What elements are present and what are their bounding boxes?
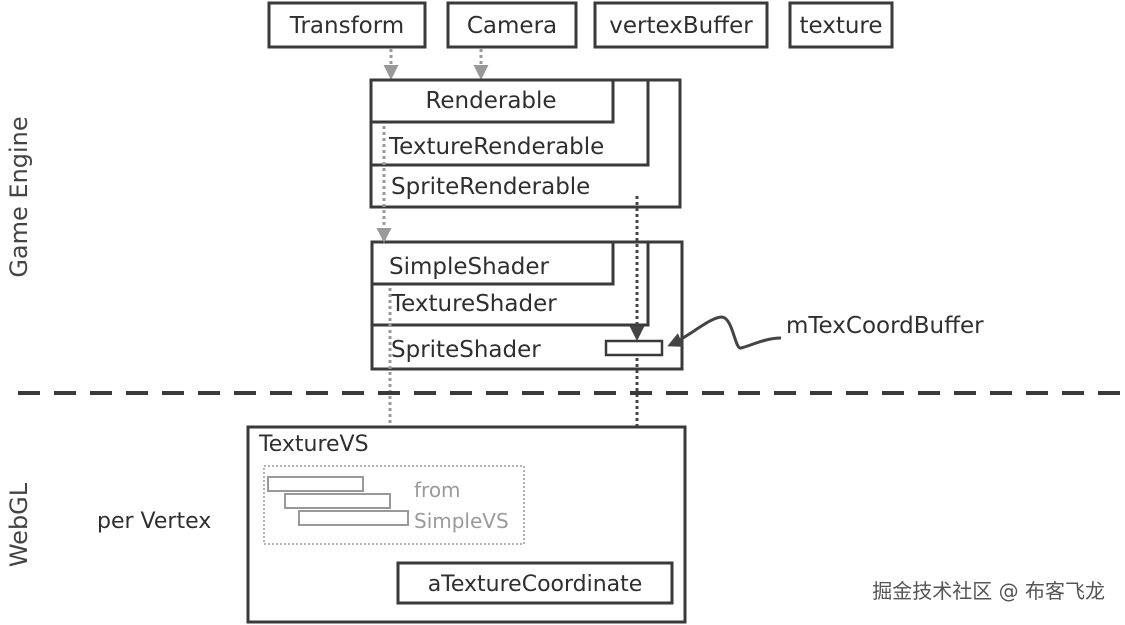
vertex-buffer-node: vertexBuffer bbox=[593, 1, 769, 49]
a-texture-coordinate-label: aTextureCoordinate bbox=[428, 572, 643, 597]
texture-vs-label: TextureVS bbox=[258, 432, 369, 457]
shader-stack: SimpleShader TextureShader SpriteShader bbox=[370, 240, 684, 371]
from-label: from bbox=[414, 478, 461, 502]
renderable-stack: Renderable TextureRenderable SpriteRende… bbox=[369, 78, 682, 209]
texture-node: texture bbox=[788, 1, 894, 49]
simple-vs-layer-3 bbox=[298, 510, 409, 526]
simple-vs-label: SimpleVS bbox=[414, 509, 509, 533]
texture-vs-box: TextureVS from SimpleVS aTextureCoordina… bbox=[246, 425, 687, 624]
simple-vs-layer-1 bbox=[267, 476, 364, 492]
sprite-renderable-label: SpriteRenderable bbox=[391, 174, 590, 200]
tex-coord-buffer-label: mTexCoordBuffer bbox=[786, 313, 984, 339]
tex-coord-buffer-slot bbox=[604, 339, 664, 357]
simple-vs-group bbox=[263, 465, 525, 545]
texture-label: texture bbox=[799, 13, 882, 39]
camera-label: Camera bbox=[467, 13, 557, 39]
renderable-label: Renderable bbox=[425, 88, 556, 114]
watermark: 掘金技术社区 @ 布客飞龙 bbox=[872, 579, 1105, 603]
webgl-label: WebGL bbox=[5, 482, 33, 567]
camera-node: Camera bbox=[446, 1, 578, 49]
texture-shader-label: TextureShader bbox=[390, 291, 557, 317]
transform-label: Transform bbox=[289, 13, 404, 39]
texture-renderable-label: TextureRenderable bbox=[388, 134, 604, 160]
transform-node: Transform bbox=[267, 1, 427, 49]
game-engine-label: Game Engine bbox=[5, 116, 33, 277]
simple-vs-layer-2 bbox=[284, 493, 391, 509]
tex-coord-buffer-pointer bbox=[667, 315, 782, 350]
sprite-shader-label: SpriteShader bbox=[391, 337, 541, 363]
vertex-buffer-label: vertexBuffer bbox=[609, 13, 753, 39]
a-texture-coordinate-node bbox=[396, 561, 674, 605]
per-vertex-label: per Vertex bbox=[97, 509, 211, 534]
simple-shader-label: SimpleShader bbox=[389, 254, 550, 280]
